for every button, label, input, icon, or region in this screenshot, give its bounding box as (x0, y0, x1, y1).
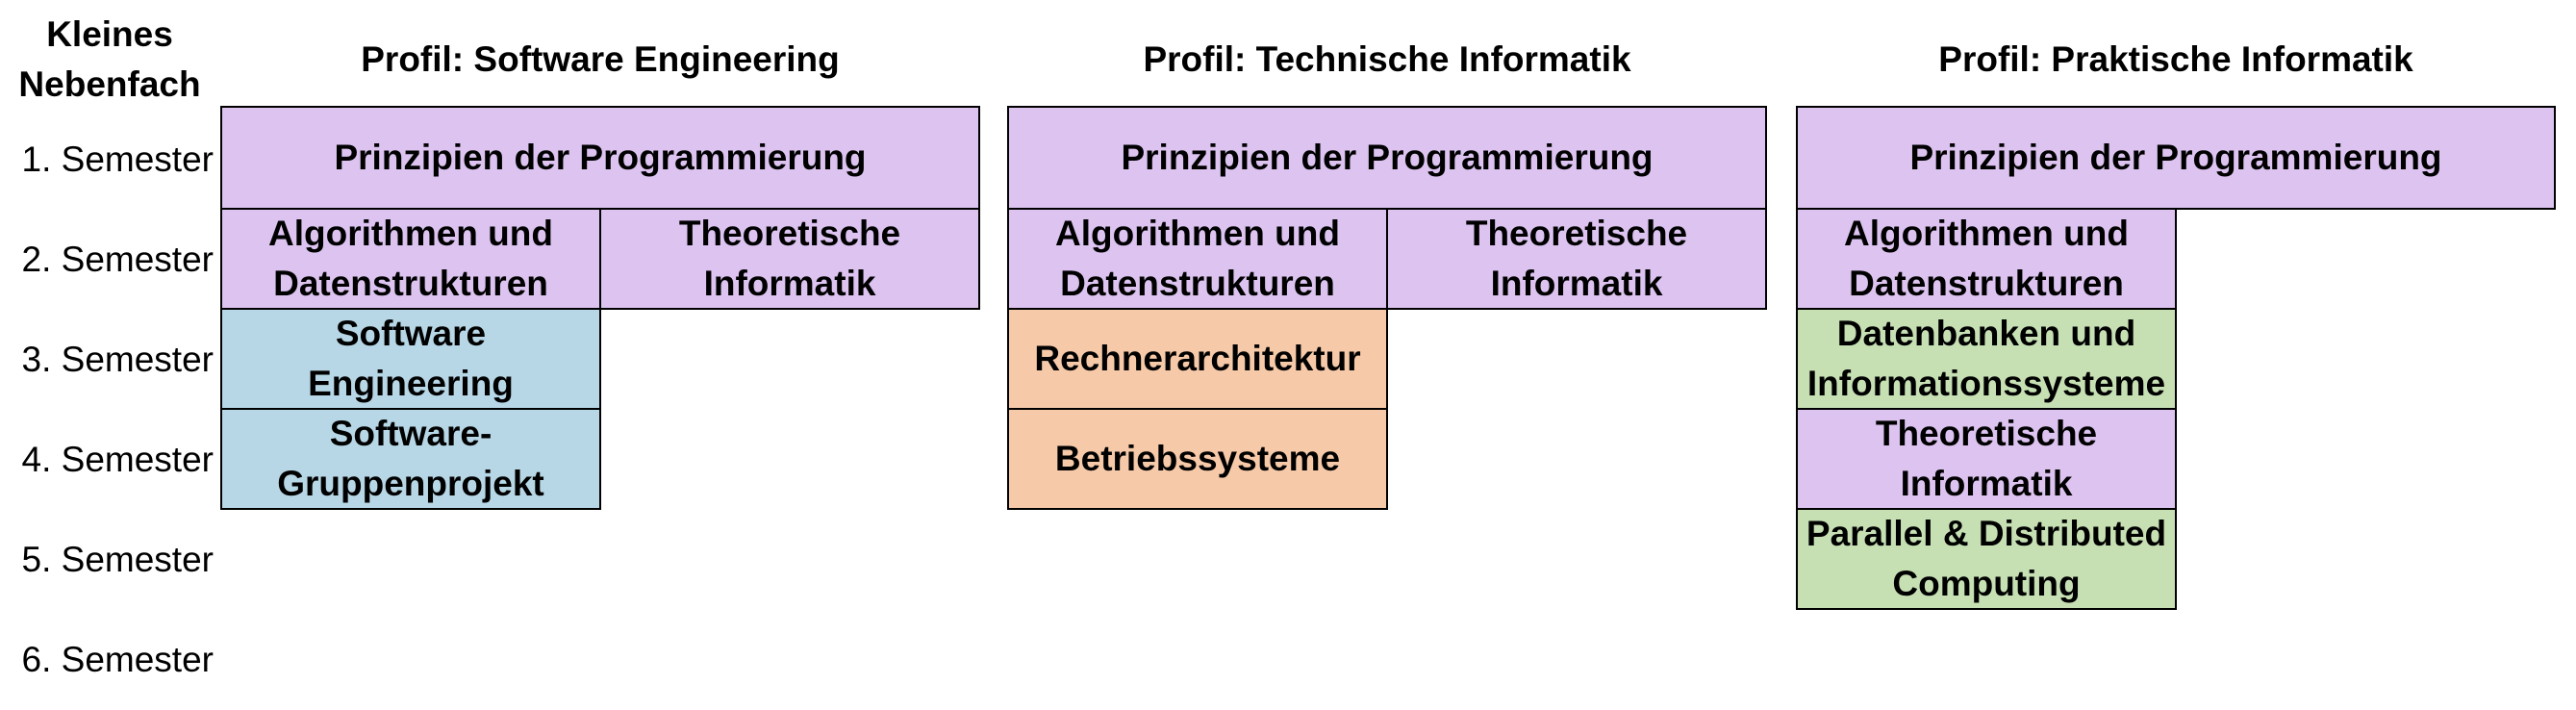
semester-label-6: 6. Semester (21, 640, 214, 679)
profile-title-software-engineering: Profil: Software Engineering (361, 39, 840, 79)
module-parallel-distributed-computing: Parallel & Distributed Computing (1796, 508, 2177, 610)
module-datenbanken-und-informationssysteme: Datenbanken und Informationssysteme (1796, 308, 2177, 410)
module-rechnerarchitektur: Rechnerarchitektur (1007, 308, 1388, 410)
profile-title-praktische-informatik: Profil: Praktische Informatik (1938, 39, 2413, 79)
semester-label-4: 4. Semester (21, 440, 214, 479)
module-betriebssysteme: Betriebssysteme (1007, 408, 1388, 510)
module-theoretische-informatik: Theoretische Informatik (599, 208, 980, 310)
module-algorithmen-und-datenstrukturen: Algorithmen und Datenstrukturen (1007, 208, 1388, 310)
module-software-gruppenprojekt: Software-Gruppenprojekt (220, 408, 601, 510)
module-prinzipien-der-programmierung: Prinzipien der Programmierung (1007, 106, 1767, 210)
semester-label-1: 1. Semester (21, 139, 214, 179)
semester-label-2: 2. Semester (21, 240, 214, 279)
module-software-engineering: Software Engineering (220, 308, 601, 410)
module-prinzipien-der-programmierung: Prinzipien der Programmierung (1796, 106, 2556, 210)
minor-subject-heading: Kleines Nebenfach (18, 14, 201, 104)
module-theoretische-informatik: Theoretische Informatik (1796, 408, 2177, 510)
module-algorithmen-und-datenstrukturen: Algorithmen und Datenstrukturen (1796, 208, 2177, 310)
module-theoretische-informatik: Theoretische Informatik (1386, 208, 1767, 310)
semester-label-5: 5. Semester (21, 540, 214, 579)
semester-label-3: 3. Semester (21, 340, 214, 379)
profile-title-technische-informatik: Profil: Technische Informatik (1143, 39, 1631, 79)
module-prinzipien-der-programmierung: Prinzipien der Programmierung (220, 106, 980, 210)
module-algorithmen-und-datenstrukturen: Algorithmen und Datenstrukturen (220, 208, 601, 310)
